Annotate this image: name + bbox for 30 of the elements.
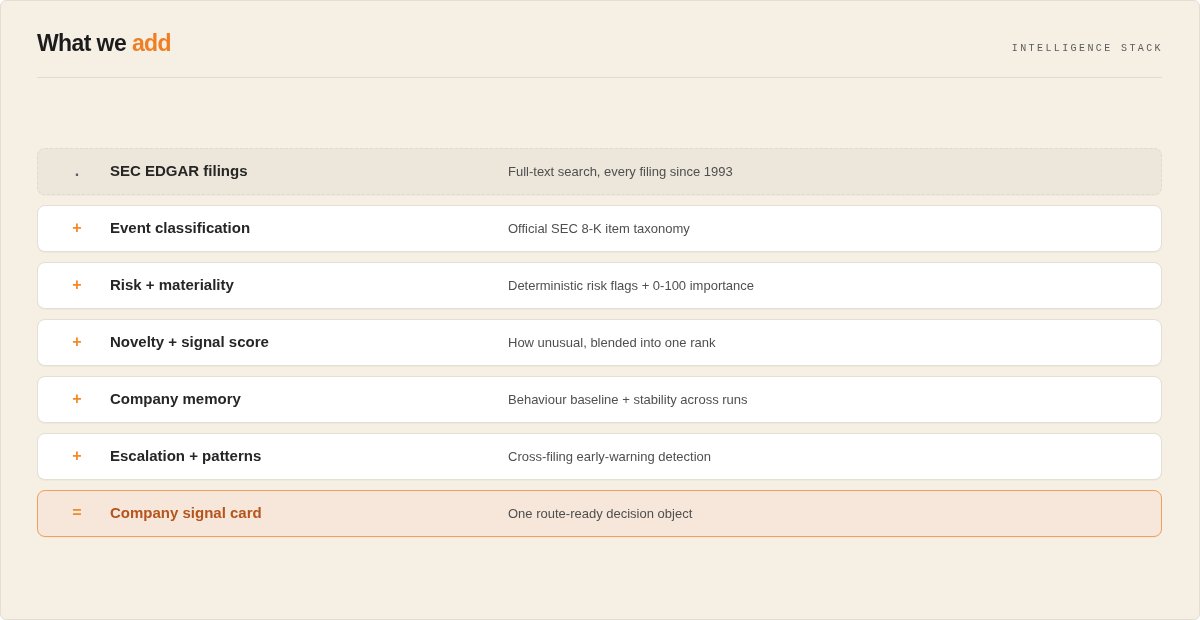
layer-row xyxy=(37,148,1162,195)
layer-row xyxy=(37,376,1162,423)
layer-row xyxy=(37,262,1162,309)
layer-row xyxy=(37,433,1162,480)
page-title: What we add xyxy=(37,30,171,57)
layer-row xyxy=(37,490,1162,537)
layer-description: Official SEC 8-K item taxonomy xyxy=(508,220,690,237)
layer-title: Risk + materiality xyxy=(110,276,234,294)
step-marker: + xyxy=(71,219,83,237)
layer-description: Behaviour baseline + stability across runs xyxy=(508,391,748,408)
layer-title: SEC EDGAR filings xyxy=(110,162,248,180)
layer-description: Deterministic risk flags + 0-100 importance xyxy=(508,277,754,294)
step-marker: + xyxy=(71,447,83,465)
step-marker: + xyxy=(71,390,83,408)
step-marker: + xyxy=(71,333,83,351)
layer-title: Novelty + signal score xyxy=(110,333,269,351)
section-label: INTELLIGENCE STACK xyxy=(1011,43,1163,54)
layer-description: Full-text search, every filing since 1993 xyxy=(508,163,733,180)
layer-row xyxy=(37,205,1162,252)
layer-title: Company memory xyxy=(110,390,241,408)
layer-title: Event classification xyxy=(110,219,251,237)
step-marker: + xyxy=(71,276,83,294)
step-marker: = xyxy=(71,504,83,522)
layer-title: Company signal card xyxy=(110,504,262,522)
step-marker: . xyxy=(73,162,81,180)
layer-description: How unusual, blended into one rank xyxy=(508,334,716,351)
layer-row xyxy=(37,319,1162,366)
layer-description: One route-ready decision object xyxy=(508,505,693,522)
layer-description: Cross-filing early-warning detection xyxy=(508,448,712,465)
layer-title: Escalation + patterns xyxy=(110,447,262,465)
